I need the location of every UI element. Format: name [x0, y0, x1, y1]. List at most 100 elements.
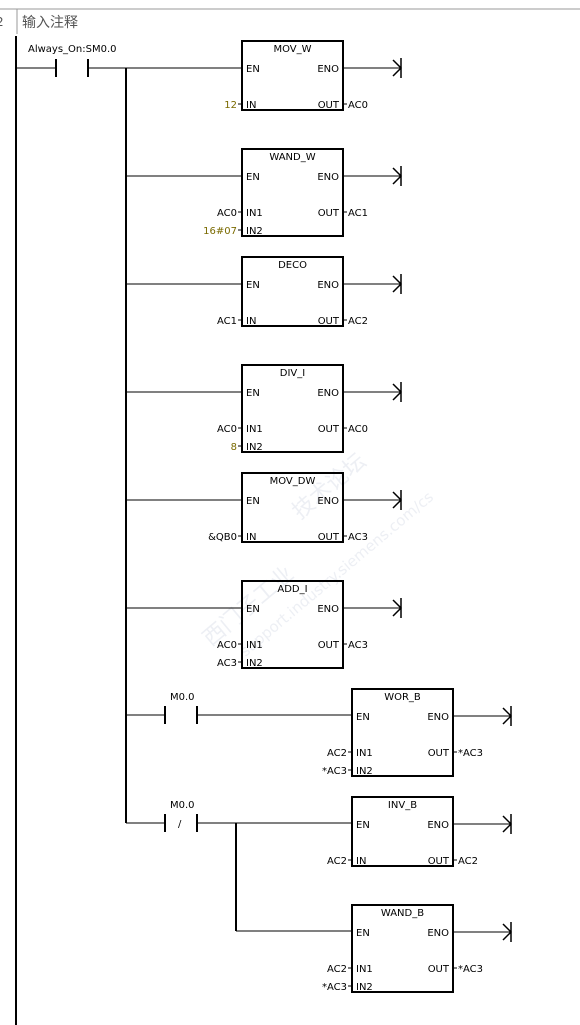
output-pin: OUT [428, 856, 450, 867]
watermark: 西门子工业 技术论坛 support.industry.siemens.com/… [199, 449, 438, 660]
box-title: MOV_W [273, 44, 311, 55]
en-pin: EN [246, 172, 260, 183]
contact-m00-not[interactable]: M0.0 / [126, 800, 352, 832]
output-operand: AC2 [458, 856, 478, 867]
eno-pin: ENO [427, 820, 449, 831]
input-pin: IN2 [246, 658, 263, 669]
output-operand: *AC3 [458, 964, 483, 975]
en-pin: EN [246, 280, 260, 291]
output-arrow-icon [392, 166, 403, 186]
output-operand: AC0 [348, 424, 368, 435]
network-number: 2 [0, 15, 4, 29]
output-arrow-icon [502, 814, 513, 834]
input-operand: 16#07 [203, 226, 237, 237]
input-operand: AC2 [327, 748, 347, 759]
eno-pin: ENO [317, 496, 339, 507]
input-pin: IN1 [246, 424, 263, 435]
box-outline [241, 148, 344, 237]
output-pin: OUT [318, 532, 340, 543]
input-pin: IN [246, 532, 256, 543]
input-operand: &QB0 [208, 532, 237, 543]
en-pin: EN [246, 496, 260, 507]
eno-pin: ENO [317, 388, 339, 399]
input-operand: AC0 [217, 424, 237, 435]
box-outline [241, 364, 344, 453]
box-outline [241, 472, 344, 543]
box-title: INV_B [388, 800, 417, 811]
output-arrow-icon [392, 490, 403, 510]
en-pin: EN [356, 712, 370, 723]
input-pin: IN2 [246, 226, 263, 237]
output-operand: AC1 [348, 208, 368, 219]
input-operand: AC2 [327, 856, 347, 867]
output-pin: OUT [428, 964, 450, 975]
eno-pin: ENO [427, 928, 449, 939]
box-title: DIV_I [280, 368, 305, 379]
input-pin: IN1 [246, 208, 263, 219]
input-operand: *AC3 [322, 766, 347, 777]
en-pin: EN [246, 388, 260, 399]
input-operand: 12 [224, 100, 237, 111]
watermark-url: support.industry.siemens.com/cs [236, 488, 437, 660]
box-outline [241, 256, 344, 327]
eno-pin: ENO [427, 712, 449, 723]
box-title: MOV_DW [270, 476, 316, 487]
output-arrow-icon [392, 598, 403, 618]
eno-pin: ENO [317, 172, 339, 183]
output-pin: OUT [318, 424, 340, 435]
box-title: DECO [278, 260, 307, 271]
box-title: WAND_W [269, 152, 315, 163]
output-pin: OUT [318, 100, 340, 111]
input-pin: IN1 [356, 748, 373, 759]
input-pin: IN [246, 100, 256, 111]
input-pin: IN1 [246, 640, 263, 651]
box-outline [241, 40, 344, 111]
output-arrow-icon [502, 706, 513, 726]
input-operand: AC2 [327, 964, 347, 975]
network-comment[interactable]: 输入注释 [22, 15, 78, 31]
output-pin: OUT [318, 316, 340, 327]
contact-label: Always_On:SM0.0 [28, 44, 117, 55]
output-arrow-icon [502, 922, 513, 942]
function-box-inv_b[interactable]: INV_B EN ENO IN AC2 OUT AC2 [327, 796, 513, 867]
output-operand: *AC3 [458, 748, 483, 759]
input-operand: AC3 [217, 658, 237, 669]
input-pin: IN [356, 856, 366, 867]
input-pin: IN2 [246, 442, 263, 453]
box-outline [351, 796, 454, 867]
box-title: WOR_B [384, 692, 421, 703]
contact-label: M0.0 [170, 800, 195, 811]
box-outline [351, 688, 454, 777]
output-pin: OUT [428, 748, 450, 759]
output-operand: AC0 [348, 100, 368, 111]
en-pin: EN [356, 820, 370, 831]
eno-pin: ENO [317, 604, 339, 615]
contact-sm00[interactable]: Always_On:SM0.0 [16, 44, 126, 77]
en-pin: EN [246, 64, 260, 75]
output-arrow-icon [392, 58, 403, 78]
input-pin: IN1 [356, 964, 373, 975]
box-title: WAND_B [381, 908, 424, 919]
output-operand: AC3 [348, 640, 368, 651]
input-pin: IN2 [356, 982, 373, 993]
output-pin: OUT [318, 208, 340, 219]
output-operand: AC3 [348, 532, 368, 543]
output-arrow-icon [392, 274, 403, 294]
function-box-mov_dw[interactable]: MOV_DW EN ENO IN&QB0 OUT AC3 [126, 472, 403, 543]
contact-m00-no[interactable]: M0.0 [126, 692, 352, 724]
en-pin: EN [246, 604, 260, 615]
input-operand: 8 [231, 442, 237, 453]
eno-pin: ENO [317, 280, 339, 291]
input-pin: IN [246, 316, 256, 327]
box-title: ADD_I [277, 584, 307, 595]
box-outline [351, 904, 454, 993]
